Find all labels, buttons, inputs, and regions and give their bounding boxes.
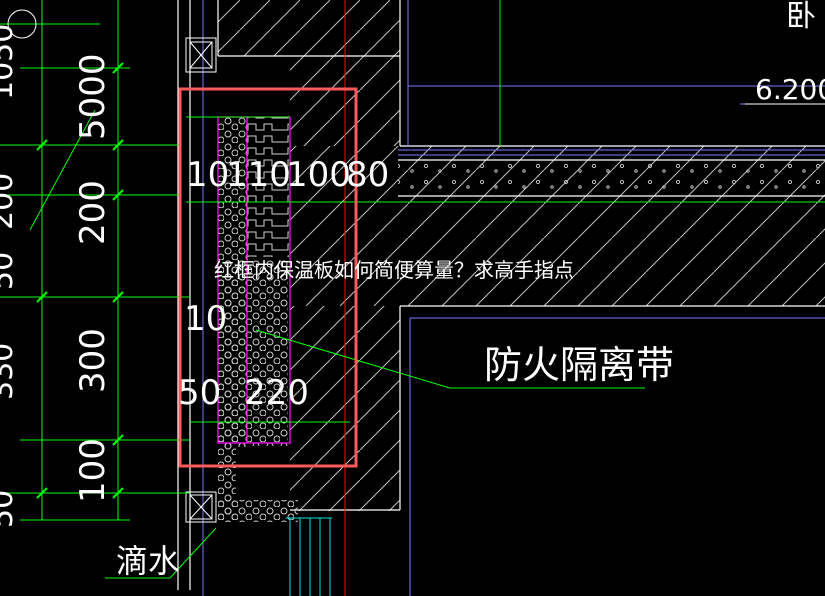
- dim-top-10: 10: [186, 155, 229, 195]
- fire-belt-lower: [218, 260, 288, 446]
- dim-v-200: 200: [73, 180, 113, 245]
- dim-v-100: 100: [73, 438, 113, 503]
- dim-top-100: 100: [286, 155, 351, 195]
- dim-vl-200: 200: [0, 173, 20, 230]
- dim-vl-1050: 1050: [0, 24, 20, 100]
- highlight-frame: [178, 87, 358, 468]
- dim-mid-10: 10: [184, 299, 227, 339]
- dimension-texts: 10 110 100 80 10 50 220 6.200 卧 防火隔离带 滴水: [116, 0, 825, 580]
- dim-vl-50: 50: [0, 252, 20, 290]
- dim-bot-50: 50: [178, 373, 221, 413]
- dim-bot-220: 220: [244, 373, 309, 413]
- window-frame-top: [185, 37, 217, 73]
- dim-top-80: 80: [346, 155, 389, 195]
- dim-vl-330: 330: [0, 343, 20, 400]
- cyan-pipe: [286, 517, 332, 596]
- dim-v-5000: 5000: [73, 53, 113, 140]
- level-mark: 6.200: [755, 73, 825, 106]
- eps-insulation-board: [247, 117, 289, 257]
- window-frame-bottom: [185, 491, 217, 523]
- slab-lines: [202, 0, 825, 596]
- vertical-dimension-texts: 5000 200 300 100 1050 200 50 330 50: [0, 24, 113, 528]
- wall-outlines: [177, 0, 825, 590]
- grid-bubble: [7, 9, 37, 39]
- question-overlay: 红框内保温板如何简便算量？求高手指点: [214, 258, 574, 282]
- label-fire-belt: 防火隔离带: [484, 343, 674, 387]
- bottom-insulation: [218, 500, 298, 522]
- room-label: 卧: [786, 0, 816, 34]
- label-drip: 滴水: [116, 542, 180, 580]
- dimension-lines: [0, 0, 825, 579]
- slab-screed-hatch: [398, 160, 825, 196]
- dimension-ticks: [36, 62, 124, 499]
- dim-top-110: 110: [226, 155, 291, 195]
- dim-vl-50b: 50: [0, 490, 20, 528]
- dim-v-300: 300: [73, 328, 113, 393]
